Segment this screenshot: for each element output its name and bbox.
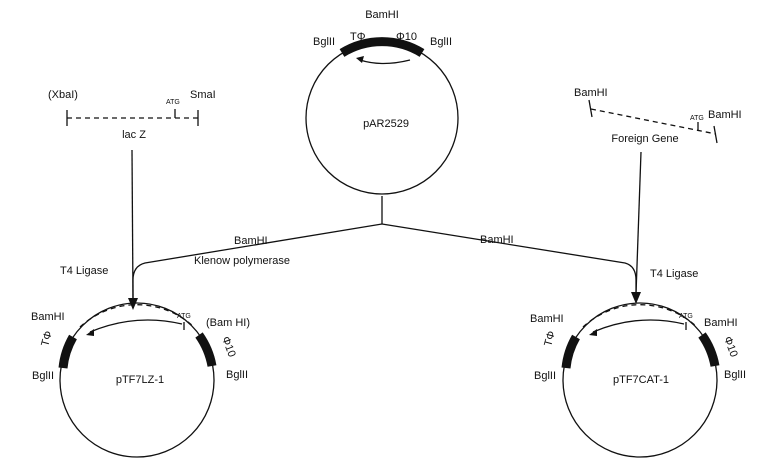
center-site-bamhi: BamHI xyxy=(365,9,399,21)
left-product-site-bamhi: BamHI xyxy=(31,311,65,323)
left-product-site-bglii-right: BglII xyxy=(226,369,248,381)
left-product-promoter-segment xyxy=(195,332,217,367)
right-product-direction-line xyxy=(592,319,685,333)
right-product-arrowhead xyxy=(589,329,597,336)
foreign-site-bamhi-left: BamHI xyxy=(574,87,608,99)
left-product-name: pTF7LZ-1 xyxy=(116,374,164,386)
right-branch-ligase: T4 Ligase xyxy=(650,268,698,280)
foreign-left-end xyxy=(588,99,593,118)
foreign-right-end xyxy=(713,125,718,144)
left-product-start-codon: ATG xyxy=(177,313,191,320)
right-arrowhead xyxy=(631,292,641,304)
right-product-promoter-segment xyxy=(698,332,720,367)
right-product-circle xyxy=(562,302,718,458)
lacz-fragment: (XbaI) ATG SmaI lac Z xyxy=(48,89,216,141)
left-branch-treatment: Klenow polymerase xyxy=(194,255,290,267)
center-plasmid-insert-segment xyxy=(339,37,425,57)
lacz-gene-label: lac Z xyxy=(122,129,146,141)
right-product-insert-arc xyxy=(582,304,698,328)
right-product-site-bglii-right: BglII xyxy=(724,369,746,381)
left-branch-enzyme: BamHI xyxy=(234,235,268,247)
left-product-insert-arc xyxy=(79,304,195,328)
right-product-name: pTF7CAT-1 xyxy=(613,374,669,386)
right-product-site-bamhi-right: BamHI xyxy=(704,317,738,329)
center-plasmid: BamHI BglII TΦ Φ10 BglII pAR2529 xyxy=(305,9,459,195)
center-promoter-label: Φ10 xyxy=(396,31,417,43)
foreign-down-line xyxy=(635,151,642,295)
left-branch-ligase: T4 Ligase xyxy=(60,265,108,277)
flow-lines xyxy=(128,149,642,310)
foreign-gene-label: Foreign Gene xyxy=(611,133,678,145)
lacz-site-smai: SmaI xyxy=(190,89,216,101)
right-product-plasmid: BamHI ATG BamHI TΦ Φ10 BglII BglII pTF7C… xyxy=(530,302,746,458)
left-product-site-bglii-left: BglII xyxy=(32,370,54,382)
left-product-plasmid: BamHI ATG (Bam HI) TΦ Φ10 BglII BglII pT… xyxy=(31,302,250,458)
right-product-site-bamhi-left: BamHI xyxy=(530,313,564,325)
right-product-promoter-label: Φ10 xyxy=(721,335,739,359)
foreign-start-codon: ATG xyxy=(690,115,704,122)
left-product-circle xyxy=(59,302,215,458)
center-plasmid-arrowhead xyxy=(356,56,364,63)
right-product-terminator-segment xyxy=(561,334,580,369)
right-product-start-codon: ATG xyxy=(679,313,693,320)
left-product-terminator-label: TΦ xyxy=(39,329,55,347)
center-plasmid-direction-arrow xyxy=(359,59,411,65)
lacz-down-line xyxy=(131,149,134,301)
lacz-site-xbai: (XbaI) xyxy=(48,89,78,101)
foreign-gene-fragment: BamHI ATG BamHI Foreign Gene xyxy=(574,87,742,145)
left-product-promoter-label: Φ10 xyxy=(219,335,237,359)
right-product-site-bglii-left: BglII xyxy=(534,370,556,382)
lacz-start-codon: ATG xyxy=(166,99,180,106)
right-product-terminator-label: TΦ xyxy=(542,329,558,347)
foreign-site-bamhi-right: BamHI xyxy=(708,109,742,121)
center-plasmid-name: pAR2529 xyxy=(363,118,409,130)
right-branch-enzyme: BamHI xyxy=(480,234,514,246)
center-site-bglii-left: BglII xyxy=(313,36,335,48)
left-product-arrowhead xyxy=(86,329,94,336)
center-terminator-label: TΦ xyxy=(350,31,366,43)
left-product-terminator-segment xyxy=(58,334,77,369)
foreign-fragment-line xyxy=(590,108,717,135)
left-product-site-bamhi-paren: (Bam HI) xyxy=(206,317,250,329)
left-arrowhead xyxy=(128,298,138,310)
center-site-bglii-right: BglII xyxy=(430,36,452,48)
left-product-direction-line xyxy=(89,319,183,333)
